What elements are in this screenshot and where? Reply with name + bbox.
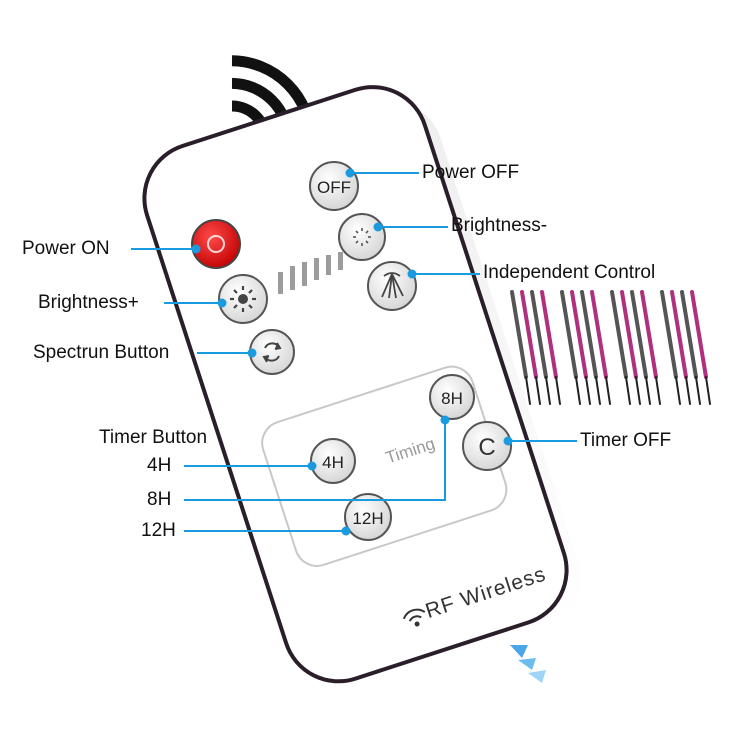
label-8h: 8H <box>147 489 172 510</box>
label-power-off: Power OFF <box>422 162 520 183</box>
strip-group-1 <box>510 290 561 405</box>
timer-8h-key[interactable]: 8H <box>429 374 475 420</box>
label-timer-button: Timer Button <box>99 427 208 448</box>
timer-4h-key[interactable]: 4H <box>310 438 356 484</box>
wifi-small-icon <box>402 608 426 627</box>
grow-light-strips <box>510 290 711 405</box>
label-power-on: Power ON <box>22 238 110 259</box>
brightness-plus-key[interactable] <box>218 274 268 324</box>
sun-large-icon <box>230 286 256 312</box>
strip-group-3 <box>610 290 661 405</box>
timer-off-key[interactable]: C <box>462 421 512 471</box>
sun-small-icon <box>353 228 371 246</box>
brightness-minus-key[interactable] <box>338 213 386 261</box>
remote-body <box>142 85 569 684</box>
timer-12h-key[interactable]: 12H <box>344 493 392 541</box>
spectrum-key[interactable] <box>249 329 295 375</box>
key-8h-label: 8H <box>441 389 463 408</box>
power-on-key[interactable] <box>191 219 241 269</box>
key-12h-label: 12H <box>352 509 383 528</box>
independent-control-key[interactable] <box>367 261 417 311</box>
label-spectrum-button: Spectrun Button <box>33 342 170 363</box>
off-key-label: OFF <box>317 178 351 197</box>
strip-group-4 <box>660 290 711 405</box>
light-beams-icon <box>381 272 404 299</box>
cycle-arrows-icon <box>262 342 282 363</box>
callout-lines <box>131 168 577 536</box>
brightness-level-indicator <box>278 252 343 294</box>
key-c-label: C <box>478 434 495 461</box>
strip-group-2 <box>560 290 611 405</box>
label-independent-control: Independent Control <box>483 262 656 283</box>
key-4h-label: 4H <box>322 453 344 472</box>
label-brightness-minus: Brightness- <box>451 215 548 236</box>
label-4h: 4H <box>147 455 172 476</box>
label-timer-off: Timer OFF <box>580 430 672 451</box>
signal-arrows-icon <box>510 645 546 683</box>
label-12h: 12H <box>141 520 176 541</box>
label-brightness-plus: Brightness+ <box>38 292 139 313</box>
